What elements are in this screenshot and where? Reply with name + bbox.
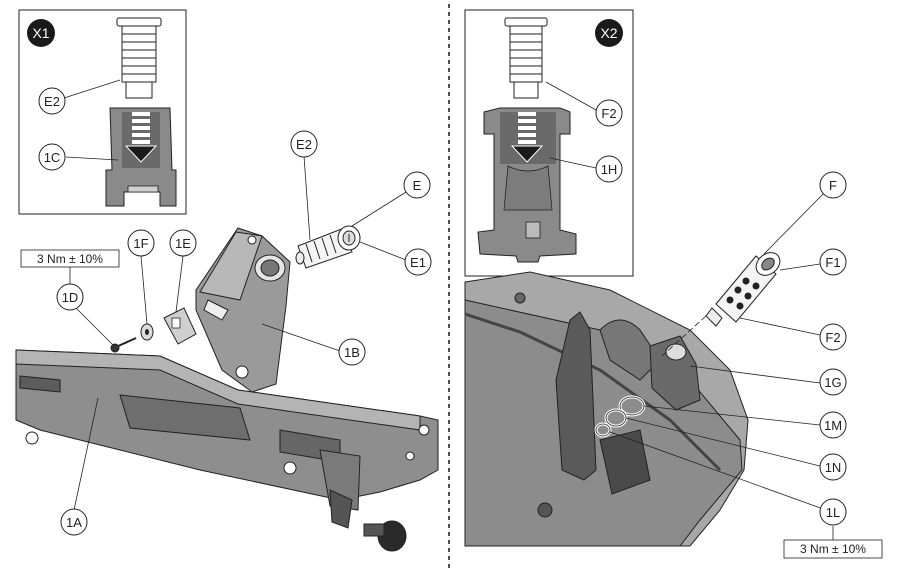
inset-x1: X1 [18, 9, 187, 215]
inset-x1-housing [105, 107, 177, 207]
callout-f2-label: F2 [825, 330, 840, 345]
inset-x2: X2 [464, 9, 634, 277]
callout-1e: 1E [169, 229, 197, 257]
callout-1d-label: 1D [62, 290, 79, 305]
callout-f1-label: F1 [825, 255, 840, 270]
callout-1g: 1G [819, 368, 847, 396]
callout-1h: 1H [549, 155, 623, 183]
callout-e: E [403, 171, 431, 199]
callout-1m: 1M [819, 411, 847, 439]
callout-1g-label: 1G [824, 375, 841, 390]
callout-1b: 1B [338, 338, 366, 366]
callout-1d: 1D [56, 283, 84, 311]
inset-x2-lock-cylinder [504, 17, 548, 99]
callout-1h-label: 1H [601, 162, 618, 177]
callout-e2-inset-label: E2 [44, 94, 60, 109]
callout-1e-label: 1E [175, 236, 191, 251]
clip-1l [594, 422, 612, 438]
callout-e1-label: E1 [410, 255, 426, 270]
callout-1m-label: 1M [824, 418, 842, 433]
left-panel: X1 [15, 9, 439, 552]
inset-x1-badge-text: X1 [32, 25, 49, 41]
callout-f-label: F [829, 178, 837, 193]
right-leaders [609, 191, 834, 540]
left-leaders [69, 155, 407, 511]
torque-label-left: 3 Nm ± 10% [37, 252, 103, 266]
inset-x2-badge-text: X2 [600, 25, 617, 41]
callout-e1: E1 [404, 248, 432, 276]
part-1f-washer [140, 323, 154, 341]
callout-e-label: E [413, 178, 422, 193]
callout-1f: 1F [127, 229, 155, 257]
torque-box-left: 3 Nm ± 10% [20, 249, 120, 268]
callout-e2-inset: E2 [38, 79, 121, 115]
callout-1l: 1L [819, 498, 847, 526]
callout-1a: 1A [60, 508, 88, 536]
torque-label-right: 3 Nm ± 10% [800, 542, 866, 556]
callout-f2-inset-label: F2 [601, 106, 616, 121]
callout-1f-label: 1F [133, 236, 148, 251]
callout-f2-inset: F2 [545, 81, 623, 127]
callout-1l-label: 1L [826, 505, 840, 520]
callout-1b-label: 1B [344, 345, 360, 360]
callout-1n: 1N [819, 453, 847, 481]
insertion-axis [661, 315, 707, 357]
callout-1n-label: 1N [825, 460, 842, 475]
inset-x2-badge: X2 [595, 19, 623, 47]
lock-mount-1g [555, 311, 701, 495]
callout-1c-label: 1C [44, 150, 61, 165]
right-panel: X2 [464, 9, 883, 559]
inset-x2-housing [477, 107, 577, 263]
callout-e2: E2 [290, 130, 318, 158]
torque-box-right: 3 Nm ± 10% [783, 539, 883, 559]
case-body [464, 271, 749, 547]
part-f-lock-cylinder [705, 252, 781, 327]
rail-1a [15, 349, 439, 552]
callout-1a-label: 1A [66, 515, 82, 530]
callout-f: F [819, 171, 847, 199]
callout-1c: 1C [38, 143, 119, 171]
bracket-1b [195, 227, 291, 393]
inset-x1-lock-cylinder [116, 17, 162, 99]
callout-e2-label: E2 [296, 137, 312, 152]
callout-f1: F1 [819, 248, 847, 276]
part-e-lock-cylinder [295, 225, 361, 269]
callout-f2: F2 [819, 323, 847, 351]
inset-x1-badge: X1 [27, 19, 55, 47]
part-1e-spacer [163, 307, 197, 345]
part-1d-screw [110, 337, 137, 353]
